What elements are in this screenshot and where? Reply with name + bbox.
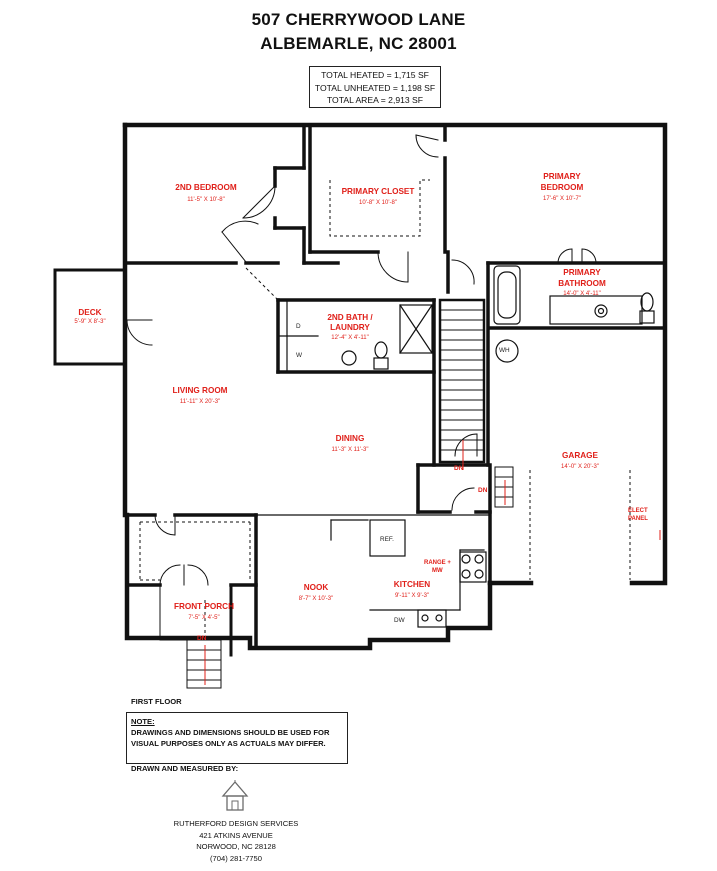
total-unheated: TOTAL UNHEATED = 1,198 SF bbox=[314, 82, 436, 93]
thin-lines bbox=[255, 265, 655, 628]
company-city: NORWOOD, NC 28128 bbox=[196, 842, 276, 851]
range-label-1: RANGE + bbox=[424, 560, 451, 566]
bedroom-2-label: 2ND BEDROOM bbox=[175, 183, 237, 192]
primary-bedroom-label-1: PRIMARY bbox=[543, 172, 581, 181]
garage-dims: 14'-0" X 20'-3" bbox=[561, 464, 599, 470]
primary-closet-label: PRIMARY CLOSET bbox=[341, 187, 415, 196]
garage-dn-label: DN bbox=[478, 487, 488, 494]
note-text-1: DRAWINGS AND DIMENSIONS SHOULD BE USED F… bbox=[131, 728, 330, 737]
living-room-dims: 11'-11" X 20'-3" bbox=[179, 399, 221, 405]
company-logo-icon bbox=[221, 780, 249, 811]
deck-label: DECK bbox=[78, 308, 102, 317]
address-line-1: 507 CHERRYWOOD LANE bbox=[251, 10, 466, 29]
total-heated: TOTAL HEATED = 1,715 SF bbox=[321, 70, 429, 80]
primary-closet-dims: 10'-8" X 10'-8" bbox=[359, 200, 397, 206]
kitchen-label: KITCHEN bbox=[393, 580, 431, 589]
dashed-lines bbox=[139, 179, 631, 640]
deck-dims: 5'-9" X 8'-3" bbox=[74, 319, 106, 325]
note-text-2: VISUAL PURPOSES ONLY AS ACTUALS MAY DIFF… bbox=[131, 739, 326, 748]
front-porch-label: FRONT PORCH bbox=[173, 602, 235, 611]
dishwasher-label: DW bbox=[394, 617, 405, 624]
primary-bathroom-dims: 14'-0" X 4'-11" bbox=[563, 291, 601, 297]
primary-bedroom-dims: 17'-6" X 10'-7" bbox=[543, 196, 581, 202]
nook-label: NOOK bbox=[303, 583, 329, 592]
interior-walls bbox=[123, 123, 667, 650]
living-room-label: LIVING ROOM bbox=[172, 386, 228, 395]
porch-dn-label: DN bbox=[197, 635, 207, 642]
door-swings bbox=[126, 134, 597, 586]
note-title: NOTE: bbox=[131, 717, 155, 726]
floor-label: FIRST FLOOR bbox=[131, 697, 182, 706]
company-name: RUTHERFORD DESIGN SERVICES bbox=[173, 819, 299, 828]
bedroom-2-dims: 11'-5" X 10'-8" bbox=[187, 197, 225, 203]
company-street: 421 ATKINS AVENUE bbox=[199, 830, 273, 840]
dn-arrows bbox=[204, 440, 661, 685]
elect-panel-label-2: PANEL bbox=[628, 516, 648, 522]
kitchen-dims: 9'-11" X 9'-3" bbox=[394, 593, 430, 599]
dining-dims: 11'-3" X 11'-3" bbox=[331, 447, 369, 453]
address-line-2: ALBEMARLE, NC 28001 bbox=[260, 34, 457, 53]
range-label-2: MW bbox=[432, 568, 443, 574]
water-heater-label: WH bbox=[499, 347, 510, 354]
washer-label: W bbox=[296, 352, 303, 359]
total-area: TOTAL AREA = 2,913 SF bbox=[326, 95, 424, 105]
front-porch-dims: 7'-5" X 4'-5" bbox=[188, 615, 220, 621]
nook-dims: 8'-7" X 10'-3" bbox=[298, 596, 334, 602]
stairs-dn-label: DN bbox=[454, 465, 464, 472]
garage-label: GARAGE bbox=[562, 451, 598, 460]
area-summary-box: TOTAL HEATED = 1,715 SF TOTAL UNHEATED =… bbox=[309, 66, 441, 108]
dryer-label: D bbox=[296, 323, 301, 330]
primary-bedroom-label-2: BEDROOM bbox=[540, 183, 584, 192]
note-box: NOTE: DRAWINGS AND DIMENSIONS SHOULD BE … bbox=[126, 712, 348, 764]
company-info: RUTHERFORD DESIGN SERVICES 421 ATKINS AV… bbox=[146, 818, 326, 864]
dining-label: DINING bbox=[335, 434, 365, 443]
bath2-laundry-label-1: 2ND BATH / bbox=[327, 313, 373, 322]
drawn-by-label: DRAWN AND MEASURED BY: bbox=[131, 764, 239, 773]
company-phone: (704) 281-7750 bbox=[210, 853, 262, 863]
refrigerator-label: REF. bbox=[380, 536, 394, 543]
elect-panel-label-1: ELECT bbox=[628, 508, 648, 514]
stair-treads bbox=[186, 298, 514, 689]
primary-bathroom-label-1: PRIMARY bbox=[563, 268, 601, 277]
primary-bathroom-label-2: BATHROOM bbox=[558, 279, 606, 288]
deck-outline bbox=[53, 268, 127, 366]
bath2-laundry-dims: 12'-4" X 4'-11" bbox=[331, 335, 369, 341]
bath2-laundry-label-2: LAUNDRY bbox=[330, 323, 370, 332]
